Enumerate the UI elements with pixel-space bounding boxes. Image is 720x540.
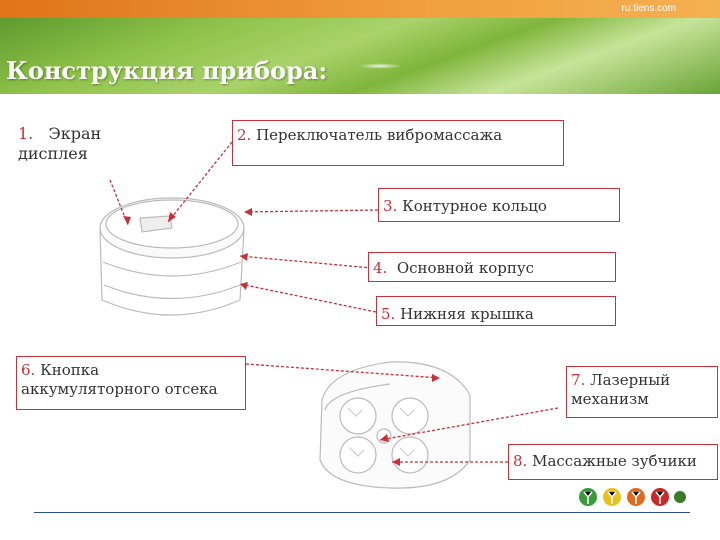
label-battery-button: 6. Кнопка аккумуляторного отсека	[16, 356, 246, 410]
footer-rule	[34, 512, 690, 513]
label-massage-teeth: 8. Массажные зубчики	[508, 444, 718, 480]
label-display-screen: 1. Экран дисплея	[18, 124, 128, 176]
tiens-people-logo	[579, 488, 686, 506]
page-title: Конструкция прибора:	[6, 56, 328, 85]
device-bottom-view	[319, 361, 471, 489]
header-banner: Конструкция прибора:	[0, 18, 720, 94]
label-bottom-cover: 5. Нижняя крышка	[376, 296, 616, 326]
site-url: ru.tiens.com	[621, 3, 676, 14]
label-vibro-switch: 2. Переключатель вибромассажа	[232, 120, 564, 166]
top-bar: ru.tiens.com	[0, 0, 720, 18]
label-laser-mechanism: 7. Лазерный механизм	[566, 366, 718, 418]
label-main-body: 4. Основной корпус	[368, 252, 616, 282]
label-contour-ring: 3. Контурное кольцо	[378, 188, 620, 222]
device-top-view	[99, 197, 245, 316]
